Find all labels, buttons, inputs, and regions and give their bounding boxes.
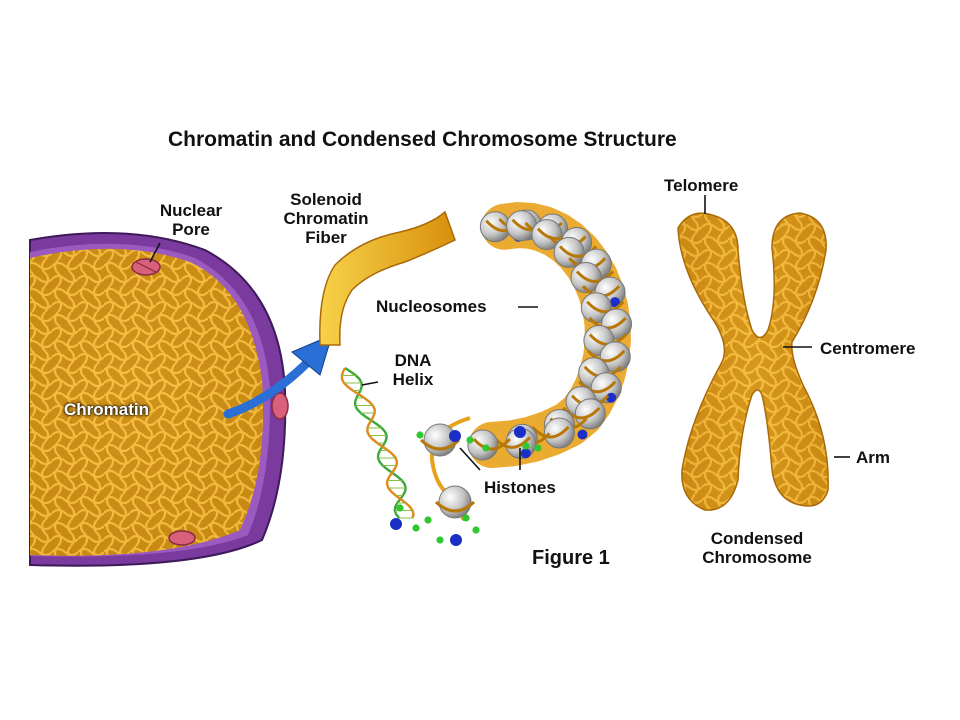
histone-blue (520, 448, 531, 459)
dna-wrap (419, 438, 461, 451)
histone-green (424, 516, 432, 524)
histone-blue (450, 534, 462, 546)
dna-wrap (531, 425, 570, 439)
leader-lines (149, 195, 850, 471)
label-telomere: Telomere (664, 176, 739, 195)
label-arm: Arm (856, 448, 891, 467)
label-histones: Histones (484, 478, 556, 497)
nuclear-pore-right (271, 392, 289, 420)
histone-green (416, 431, 424, 439)
histone-green (412, 524, 420, 532)
histone-blue (577, 429, 588, 440)
nucleosome-coil (467, 202, 633, 468)
solenoid-fiber (319, 210, 456, 346)
dna-wrap (587, 349, 626, 363)
dna-helix (340, 366, 415, 519)
histone-green (522, 442, 530, 450)
dna-wrap (578, 380, 617, 394)
chromatin-mass (30, 248, 264, 556)
figure-caption: Figure 1 (532, 547, 610, 569)
label-nucleosomes: Nucleosomes (376, 297, 487, 316)
label-chromatin: Chromatin (64, 400, 149, 419)
transition-arrow (223, 355, 315, 419)
dna-wrap (434, 500, 476, 513)
histone-blue (606, 392, 617, 403)
label-centromere: Centromere (820, 339, 916, 358)
nuclear-pore-bottom (168, 530, 196, 546)
leader-histones-a (459, 447, 481, 471)
histone-green (482, 444, 490, 452)
histone-beads (390, 416, 542, 546)
nucleus (29, 232, 289, 567)
histone-green (534, 444, 542, 452)
histone-blue (390, 518, 402, 530)
histone-green (472, 526, 480, 534)
histone-green (462, 514, 470, 522)
histone-blue (514, 426, 526, 438)
nuclear-pore-top (131, 258, 161, 276)
dna-wrap (472, 437, 511, 451)
histone-blue (610, 297, 621, 308)
histone-green (466, 436, 474, 444)
leader-dna-helix (361, 381, 379, 386)
leader-nuclear-pore (149, 242, 161, 263)
histone-green (436, 536, 444, 544)
histone-green (396, 504, 404, 512)
diagram-title: Chromatin and Condensed Chromosome Struc… (168, 128, 677, 151)
free-nucleosome (438, 485, 472, 519)
condensed-chromosome (677, 212, 829, 511)
histone-blue (449, 430, 461, 442)
dna-wrap (586, 300, 625, 314)
dna-wrap (575, 270, 615, 283)
